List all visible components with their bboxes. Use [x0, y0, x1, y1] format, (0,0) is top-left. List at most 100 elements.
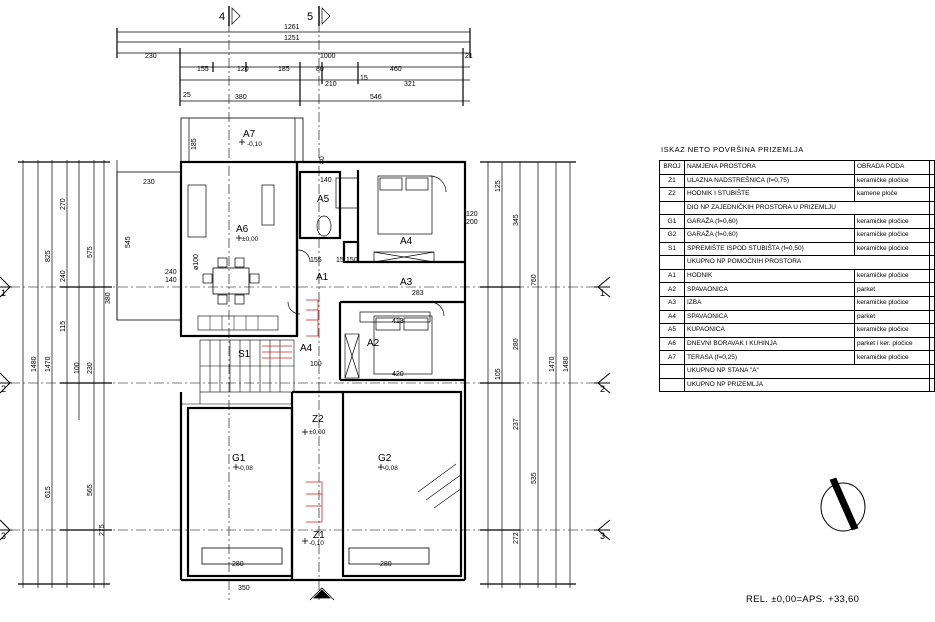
section-marker-4: 4	[219, 11, 225, 23]
room-label-s1: S1	[238, 349, 251, 360]
legend-row: UKUPNO NP PRIZEMLJA	[659, 377, 935, 393]
legend-row: DIO NP ZAJEDNIČKIH PROSTORA U PRIZEMLJU	[659, 200, 935, 216]
dim-row4-4: 460	[390, 66, 402, 73]
room-level-z2: ±0,00	[309, 429, 326, 436]
dim-bottom-280b: 280	[380, 561, 392, 568]
area-legend: ISKAZ NETO POVRŠINA PRIZEMLJA BROJ NAMJE…	[659, 145, 935, 393]
legend-header-code: BROJ	[659, 160, 685, 175]
legend-row-finish: keramičke pločice	[854, 173, 930, 189]
legend-row-finish: keramičke pločice	[854, 227, 930, 243]
dim-int-420: 420	[392, 371, 404, 378]
legend-row: UKUPNO NP POMOĆNIH PROSTORA	[659, 255, 935, 270]
room-label-a3: A3	[400, 277, 413, 288]
legend-row-finish: keramičke pločice	[854, 241, 930, 257]
axis-3-right: 3	[600, 531, 605, 541]
legend-row-finish	[854, 200, 930, 216]
dim-bottom-350: 350	[238, 585, 250, 592]
legend-row-code: A1	[659, 268, 685, 284]
legend-row-value	[929, 187, 935, 202]
room-label-z2: Z2	[312, 414, 324, 425]
room-level-z1: -0,10	[309, 540, 324, 547]
legend-row-value	[929, 200, 935, 216]
legend-row-finish: parket i ker. pločice	[854, 336, 930, 352]
dim-right-760: 760	[531, 274, 538, 286]
dim-right-1470: 1470	[549, 356, 556, 372]
dim-row3-1: 1000	[320, 53, 336, 60]
legend-row-value	[929, 377, 935, 393]
dim-left-545: 545	[125, 236, 132, 248]
legend-row-value	[929, 241, 935, 257]
legend-row-code	[659, 363, 685, 379]
room-level-g1: -0,08	[238, 465, 253, 472]
legend-title: ISKAZ NETO POVRŠINA PRIZEMLJA	[661, 145, 804, 154]
legend-row-finish: kamene ploče	[854, 187, 930, 202]
room-level-g2: -0,08	[383, 465, 398, 472]
legend-row-name: GARAŽA (f=0,60)	[684, 227, 855, 243]
dim-left-615: 615	[45, 486, 52, 498]
elevation-reference: REL. ±0,00=APS. +33,60	[746, 594, 860, 605]
dim-int-140: 140	[320, 177, 332, 184]
dim-int-283: 283	[412, 290, 424, 297]
dim-row3-0: 230	[145, 53, 157, 60]
legend-row-code: A4	[659, 309, 685, 325]
legend-row-name: UKUPNO NP STANA "A"	[684, 363, 855, 379]
legend-row-finish	[854, 377, 930, 393]
dim-right-535: 535	[531, 472, 538, 484]
dim-right-125: 125	[495, 180, 502, 192]
legend-row-finish	[854, 363, 930, 379]
legend-row-value	[929, 173, 935, 189]
legend-row-finish: keramičke pločice	[854, 295, 930, 311]
legend-row-name: GARAŽA (f=0,60)	[684, 214, 855, 229]
legend-row-name: IZBA	[684, 295, 855, 311]
dim-row4-2: 185	[278, 66, 290, 73]
legend-header-row: BROJ NAMJENA PROSTORA OBRADA PODA	[659, 160, 935, 175]
room-level-a6: ±0,00	[242, 236, 259, 243]
room-label-a1: A1	[316, 272, 329, 283]
legend-row-code: A6	[659, 336, 685, 352]
legend-header-finish: OBRADA PODA	[854, 160, 930, 175]
dim-left-1470: 1470	[45, 356, 52, 372]
legend-row-finish: parket	[854, 282, 930, 297]
dim-row3-2: 21	[465, 53, 473, 60]
legend-row-finish	[854, 255, 930, 270]
axis-2-left: 2	[1, 384, 6, 394]
dim-row6-1: 546	[370, 94, 382, 101]
axis-1-left: 1	[1, 288, 6, 298]
dim-left-1480: 1480	[31, 356, 38, 372]
dim-right-280: 280	[513, 338, 520, 350]
dim-row4-0: 155	[197, 66, 209, 73]
room-label-a5: A5	[317, 194, 330, 205]
section-marker-5: 5	[307, 11, 313, 23]
room-label-z1: Z1	[313, 530, 325, 541]
dim-right-105: 105	[495, 368, 502, 380]
legend-row-finish: keramičke pločice	[854, 323, 930, 338]
legend-row-code	[659, 200, 685, 216]
dim-left-575: 575	[87, 246, 94, 258]
legend-row-value	[929, 255, 935, 270]
legend-row-value	[929, 336, 935, 352]
dim-int-15: 15	[336, 257, 344, 264]
dim-left-240b: 240	[165, 269, 177, 276]
dim-int-100: 100	[310, 361, 322, 368]
legend-row-value	[929, 309, 935, 325]
legend-row-code: Z2	[659, 187, 685, 202]
room-label-a7: A7	[243, 129, 256, 140]
legend-row-finish: parket	[854, 309, 930, 325]
dim-right-272: 272	[513, 532, 520, 544]
dim-left-565: 565	[87, 484, 94, 496]
legend-row: UKUPNO NP STANA "A"	[659, 363, 935, 379]
legend-row-finish: keramičke pločice	[854, 350, 930, 365]
legend-row-name: UKUPNO NP PRIZEMLJA	[684, 377, 855, 393]
room-label-g1: G1	[232, 453, 246, 464]
legend-row-code: G1	[659, 214, 685, 229]
dim-int-413: 413	[392, 318, 404, 325]
legend-row-name: SPREMIŠTE ISPOD STUBIŠTA (f=0,50)	[684, 241, 855, 257]
dim-left-115: 115	[60, 321, 67, 332]
